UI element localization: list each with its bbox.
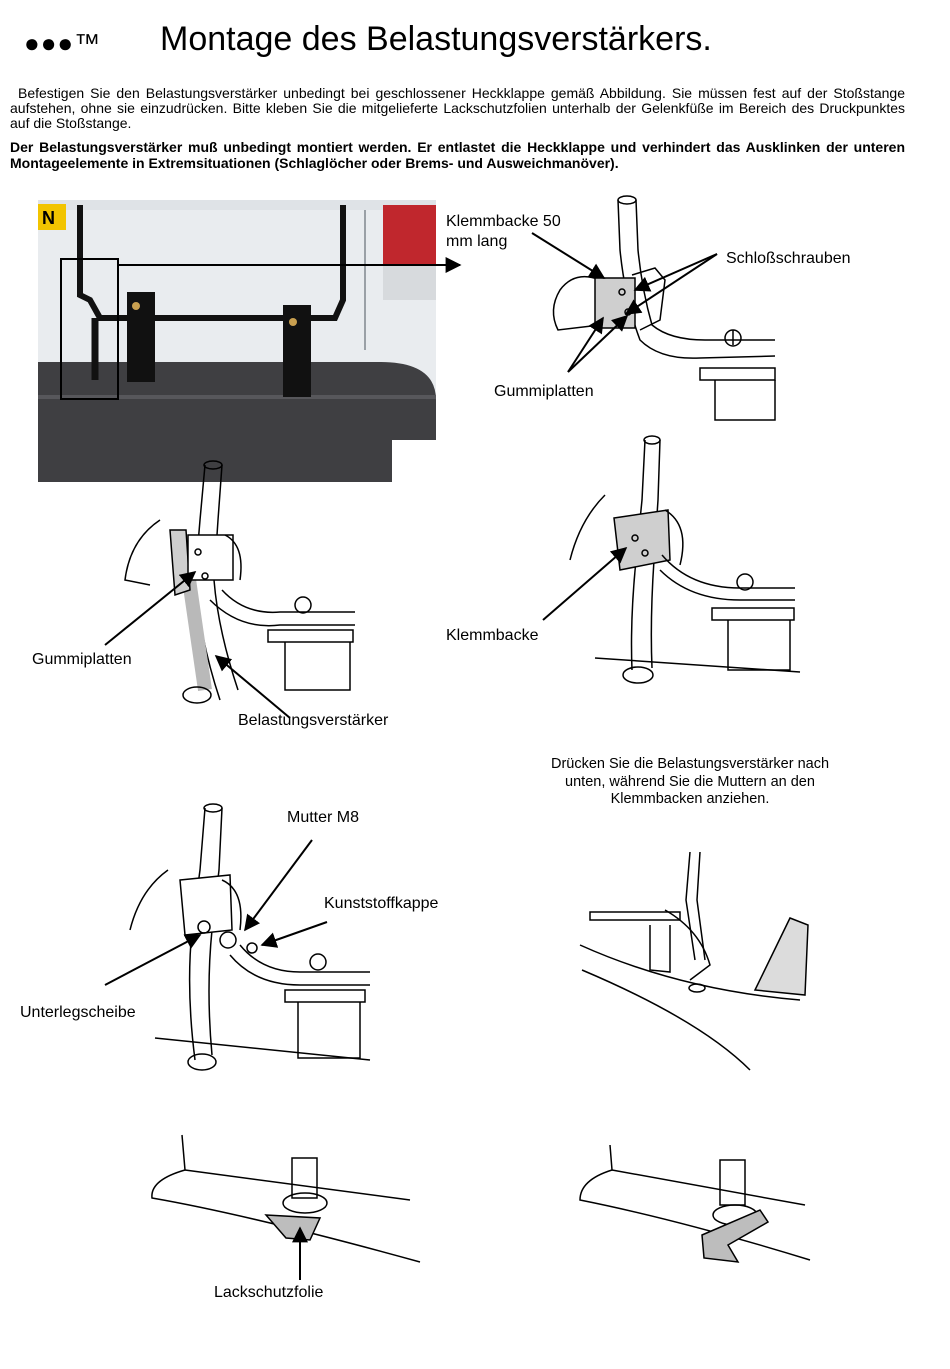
tail-light (383, 205, 436, 265)
label-schlossschrauben: Schloßschrauben (726, 250, 851, 267)
drawing-clamp-jaw (569, 435, 801, 684)
drawing-paint-film-left (151, 1134, 421, 1263)
label-klemmbacke: Klemmbacke (446, 627, 539, 644)
page-title: Montage des Belastungsverstärkers. (160, 20, 712, 58)
label-gummiplatten-top: Gummiplatten (494, 383, 594, 400)
label-mutter: Mutter M8 (287, 809, 360, 826)
label-lackschutzfolie: Lackschutzfolie (214, 1284, 324, 1301)
brand-mark: ●●●™ (24, 28, 102, 58)
drawing-rubber-plates (124, 460, 355, 704)
bumper (38, 362, 436, 482)
label-klemmbacke-50: Klemmbacke 50 mm lang (446, 213, 561, 250)
license-plate-text: N (42, 208, 55, 228)
drawing-nut-washer (129, 803, 371, 1071)
label-unterlegscheibe: Unterlegscheibe (20, 1004, 136, 1021)
drawing-paint-film-right (579, 1144, 811, 1263)
van-rear-photo: N (38, 200, 436, 482)
intro-paragraph: Befestigen Sie den Belastungsverstärker … (10, 85, 905, 131)
label-kunststoffkappe: Kunststoffkappe (324, 895, 439, 912)
drawing-press-down (579, 851, 809, 1071)
instruction-note: Drücken Sie die Belastungsverstärker nac… (550, 756, 830, 807)
license-plate (38, 204, 66, 230)
label-gummiplatten-left: Gummiplatten (32, 651, 132, 668)
label-belastungsverstaerker: Belastungsverstärker (238, 712, 389, 729)
leader-lines (104, 232, 718, 1280)
warning-paragraph: Der Belastungsverstärker muß unbedingt m… (10, 139, 905, 171)
